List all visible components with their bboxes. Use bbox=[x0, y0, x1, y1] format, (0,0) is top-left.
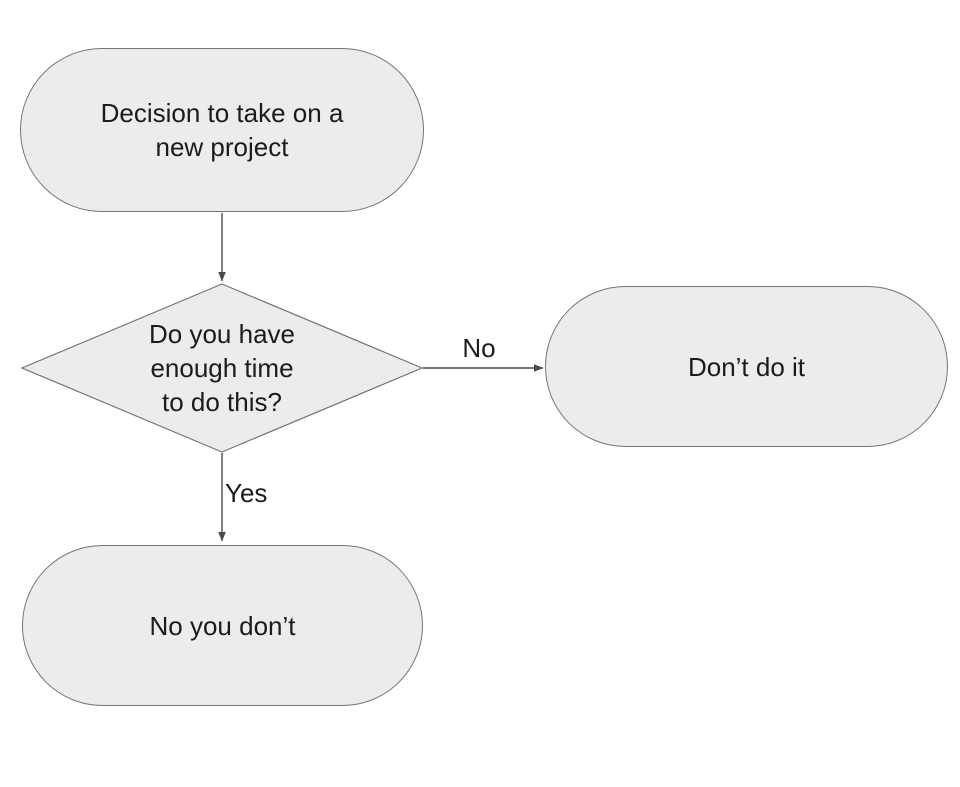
node-dont-do-it-terminator: Don’t do it bbox=[545, 286, 948, 447]
node-start-label: Decision to take on a new project bbox=[100, 98, 344, 162]
edge-label-yes: Yes bbox=[225, 478, 268, 508]
node-start-terminator: Decision to take on a new project bbox=[20, 48, 424, 212]
edge-label-no: No bbox=[462, 333, 496, 363]
node-no-you-dont-terminator: No you don’t bbox=[22, 545, 423, 706]
decision-diamond-shape bbox=[20, 283, 424, 453]
node-decision-label: Do you have enough time to do this? bbox=[149, 319, 295, 417]
node-no-you-dont-label: No you don’t bbox=[149, 610, 296, 641]
node-dont-do-it-label: Don’t do it bbox=[687, 351, 806, 382]
